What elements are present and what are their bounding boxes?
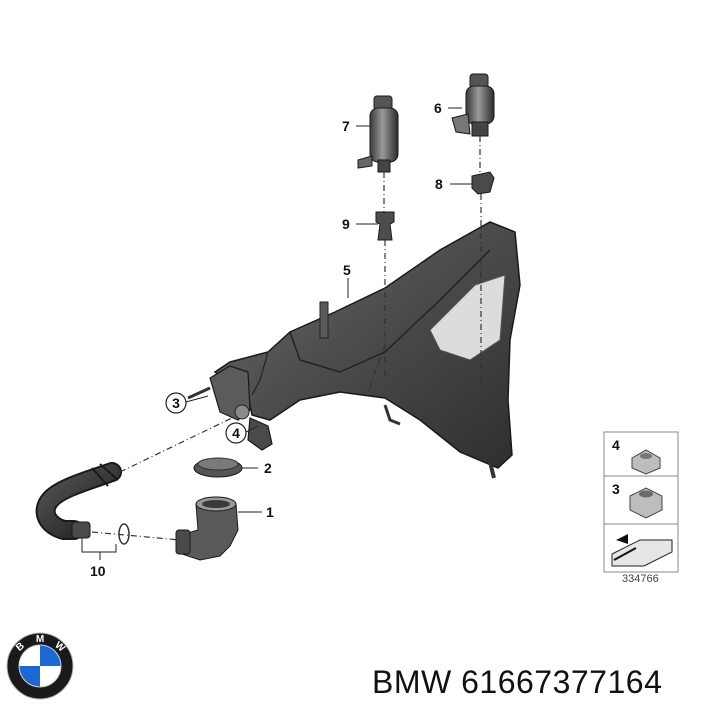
- legend-item-3-label: 3: [612, 481, 620, 497]
- logo-letter-m: M: [36, 634, 44, 645]
- callout-3-circle: [165, 392, 187, 414]
- leader-lines: [81, 107, 472, 560]
- washer-pump-7: [357, 95, 399, 173]
- callout-10: 10: [90, 563, 106, 579]
- filler-adapter-1: [175, 496, 239, 561]
- seal-cap-2: [193, 457, 243, 478]
- callout-4: 4: [232, 425, 240, 441]
- callout-6: 6: [434, 100, 442, 116]
- part-number-caption: BMW 61667377164: [372, 664, 663, 700]
- parts-legend: 4 3: [603, 431, 679, 573]
- hex-nut-icon: [629, 487, 663, 519]
- grommet-8: [471, 171, 495, 195]
- callout-9: 9: [342, 216, 350, 232]
- callout-5: 5: [343, 262, 351, 278]
- grommet-9: [375, 211, 395, 241]
- diagram-reference-number: 334766: [622, 573, 659, 585]
- direction-arrow-icon: [611, 534, 673, 567]
- callout-7: 7: [342, 118, 350, 134]
- legend-item-4-label: 4: [612, 437, 620, 453]
- callout-4-circle: [225, 422, 247, 444]
- callout-3: 3: [172, 395, 180, 411]
- clip-nut-icon: [631, 449, 661, 475]
- assembly-lines: [91, 136, 482, 541]
- callout-8: 8: [435, 176, 443, 192]
- hose-10: [35, 462, 130, 545]
- washer-reservoir: [187, 221, 521, 479]
- callout-1: 1: [266, 504, 274, 520]
- washer-pump-6: [451, 73, 495, 137]
- bmw-logo: B M W: [6, 632, 74, 700]
- callout-2: 2: [264, 460, 272, 476]
